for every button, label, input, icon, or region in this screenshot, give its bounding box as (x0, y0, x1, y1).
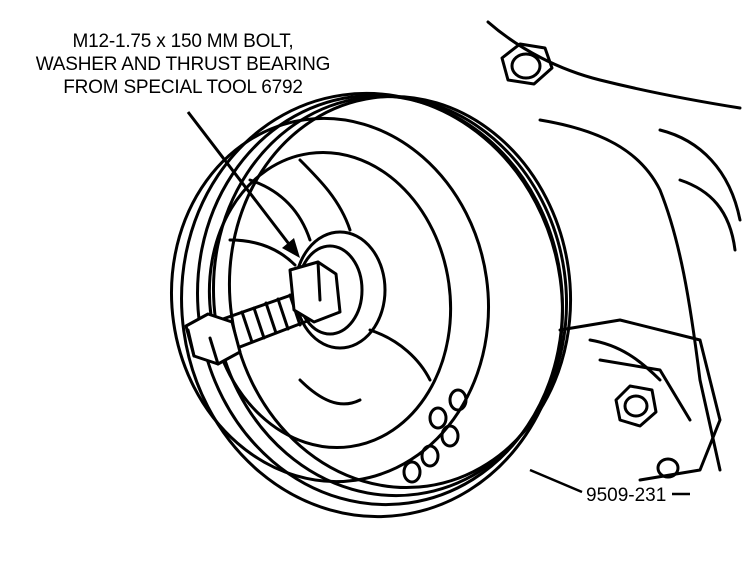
lower-bracket-inner (598, 358, 692, 422)
engine-cover-edge (538, 118, 722, 472)
lower-bolt-icon (614, 384, 658, 428)
cover-seam (588, 338, 662, 382)
pulley-spoke (248, 178, 312, 242)
balance-hole (428, 406, 448, 430)
balance-hole (440, 424, 460, 448)
pulley-spoke (228, 238, 297, 267)
callout-line-1: M12-1.75 x 150 MM BOLT, (72, 31, 294, 52)
figid-leader (529, 468, 583, 494)
engine-cover-outline (486, 20, 742, 110)
pulley-spoke (298, 378, 362, 406)
lower-bracket (558, 318, 722, 482)
balance-hole (420, 444, 440, 468)
bolt-callout-label: M12-1.75 x 150 MM BOLT, WASHER AND THRUS… (18, 30, 348, 99)
engine-cover-contour (658, 128, 742, 222)
leader-arrowhead (282, 238, 300, 258)
pulley-spoke (368, 328, 432, 382)
pulley-face (170, 116, 490, 484)
engine-cover-curve (678, 178, 737, 252)
leader-line (186, 111, 294, 249)
pulley-spoke (298, 158, 352, 232)
pulley-outer-rim (180, 91, 564, 519)
callout-line-3: FROM SPECIAL TOOL 6792 (63, 77, 303, 98)
tool-bolt-icon (184, 260, 342, 366)
small-bolt-icon (656, 457, 680, 479)
figure-id: 9509-231 (586, 485, 667, 506)
callout-line-2: WASHER AND THRUST BEARING (35, 54, 331, 75)
upper-bolt-icon (500, 42, 554, 86)
pulley-groove-1 (196, 93, 564, 507)
balance-hole (402, 460, 422, 484)
balance-hole (448, 388, 468, 412)
